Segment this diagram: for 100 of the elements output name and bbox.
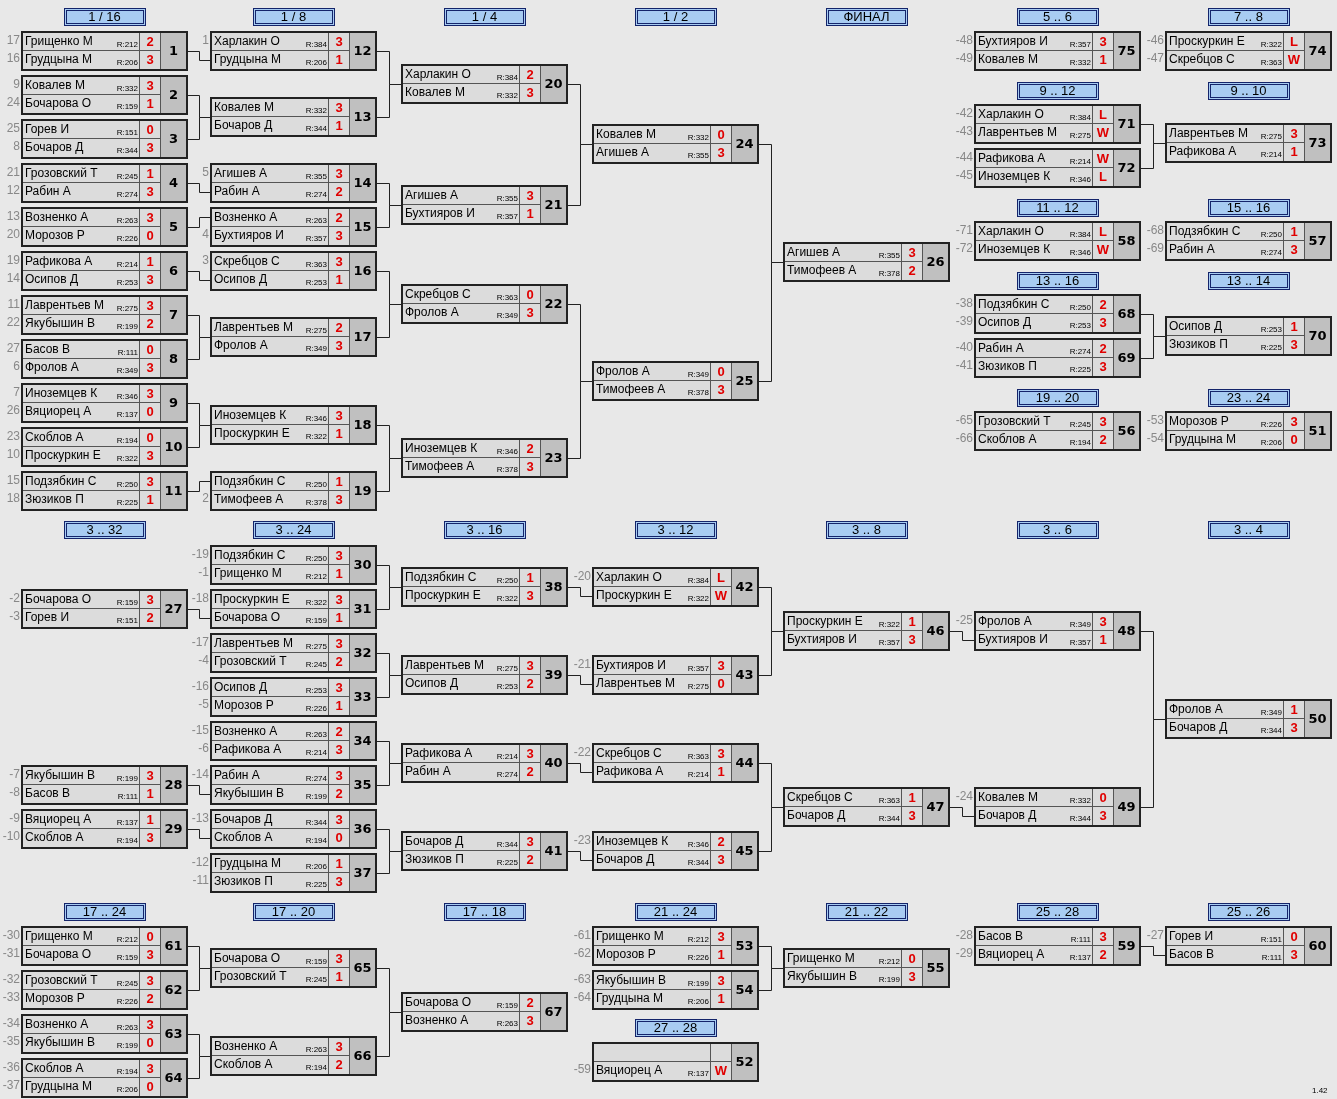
player-name: Рафикова А <box>1167 143 1252 161</box>
player-rating: R:159 <box>108 95 139 113</box>
player-rating: R:363 <box>1252 51 1283 69</box>
match-number: 65 <box>350 950 375 986</box>
score: 3 <box>329 873 349 891</box>
score: 0 <box>140 1034 160 1052</box>
player-name: Морозов Р <box>212 697 297 715</box>
player-rating: R:253 <box>1252 318 1283 335</box>
player-rating: R:263 <box>488 1012 519 1030</box>
seed-number: 4 <box>201 226 209 243</box>
player-name: Подзябкин С <box>403 569 488 586</box>
player-name: Бочаров Д <box>23 139 108 157</box>
player-name: Лаврентьев М <box>23 297 108 314</box>
score: 1 <box>140 165 160 182</box>
round-header: 9 .. 10 <box>1207 82 1290 100</box>
player-rating: R:245 <box>1061 413 1092 430</box>
player-name: Бочаров Д <box>1167 719 1252 737</box>
score: 1 <box>329 425 349 443</box>
player-rating: R:159 <box>488 994 519 1011</box>
seed-number: -53 <box>1145 412 1164 429</box>
score: 1 <box>902 789 922 806</box>
bracket-line <box>567 675 593 685</box>
player-name: Бочаров Д <box>403 833 488 850</box>
score: 3 <box>520 458 540 476</box>
seed-number: -16 <box>190 678 209 695</box>
seed-number: 17 <box>5 32 20 49</box>
match-number: 51 <box>1305 413 1330 449</box>
player-name: Харлакин О <box>212 33 297 50</box>
seed-number: 27 <box>5 340 20 357</box>
player-name: Бочаров Д <box>785 807 870 825</box>
round-header: 3 .. 6 <box>1016 521 1099 539</box>
player-name: Фролов А <box>403 304 488 322</box>
bracket-line <box>376 851 402 874</box>
player-name: Грудцына М <box>23 51 108 69</box>
player-rating: R:199 <box>870 968 901 986</box>
score: 2 <box>520 440 540 457</box>
player-name: Рабин А <box>1167 241 1252 259</box>
player-rating: R:363 <box>870 789 901 806</box>
match-number: 35 <box>350 767 375 803</box>
player-name: Якубышин В <box>594 972 679 989</box>
seed-number: -14 <box>190 766 209 783</box>
player-rating: R:250 <box>108 473 139 490</box>
score: 0 <box>1284 431 1304 449</box>
match-number: 72 <box>1114 150 1139 186</box>
player-rating: R:349 <box>488 304 519 322</box>
match-number: 6 <box>161 253 186 289</box>
player-name: Басов В <box>23 341 108 358</box>
player-rating: R:250 <box>297 547 328 564</box>
player-name: Бочарова О <box>23 95 108 113</box>
score: 3 <box>140 829 160 847</box>
player-name: Рафикова А <box>212 741 297 759</box>
seed-number: -49 <box>954 50 973 67</box>
player-rating: R:206 <box>297 855 328 872</box>
score: 3 <box>140 51 160 69</box>
score: 1 <box>140 785 160 803</box>
seed-number: -24 <box>954 788 973 805</box>
score: 0 <box>140 121 160 138</box>
bracket-line <box>567 763 593 773</box>
match-number: 5 <box>161 209 186 245</box>
bracket-line <box>1140 946 1166 956</box>
score: L <box>1284 33 1304 50</box>
bracket-line <box>949 807 975 817</box>
seed-number: -37 <box>1 1077 20 1094</box>
seed-number: -21 <box>572 656 591 673</box>
round-header: 17 .. 18 <box>443 903 526 921</box>
bracket-line <box>1140 719 1166 808</box>
score: 1 <box>140 491 160 509</box>
seed-number: -45 <box>954 167 973 184</box>
player-name: Скребцов С <box>403 286 488 303</box>
player-name: Иноземцев К <box>212 407 297 424</box>
seed-number: -43 <box>954 123 973 140</box>
player-rating: R:199 <box>297 785 328 803</box>
score: W <box>1093 241 1113 259</box>
player-name: Агишев А <box>785 244 870 261</box>
player-rating: R:111 <box>108 785 139 803</box>
player-rating: R:194 <box>297 1056 328 1074</box>
seed-number: -32 <box>1 971 20 988</box>
player-rating: R:253 <box>108 271 139 289</box>
score: 3 <box>140 972 160 989</box>
player-name: Бочаров Д <box>976 807 1061 825</box>
score: 3 <box>520 657 540 674</box>
player-name: Лаврентьев М <box>212 319 297 336</box>
player-rating: R:322 <box>679 587 710 605</box>
bracket-line <box>376 587 402 610</box>
player-name: Иноземцев К <box>594 833 679 850</box>
player-name: Якубышин В <box>212 785 297 803</box>
score: 3 <box>140 946 160 964</box>
player-name: Проскуркин Е <box>212 425 297 443</box>
player-name: Бочарова О <box>23 946 108 964</box>
bracket-line <box>187 829 211 839</box>
seed-number: -29 <box>954 945 973 962</box>
seed-number: -9 <box>8 810 20 827</box>
match-number: 17 <box>350 319 375 355</box>
player-name: Морозов Р <box>23 227 108 245</box>
match-number: 67 <box>541 994 566 1030</box>
player-rating: R:355 <box>297 165 328 182</box>
player-rating: R:346 <box>1061 168 1092 186</box>
score: W <box>1284 51 1304 69</box>
round-header: 17 .. 24 <box>63 903 146 921</box>
match-box <box>1165 699 1332 739</box>
